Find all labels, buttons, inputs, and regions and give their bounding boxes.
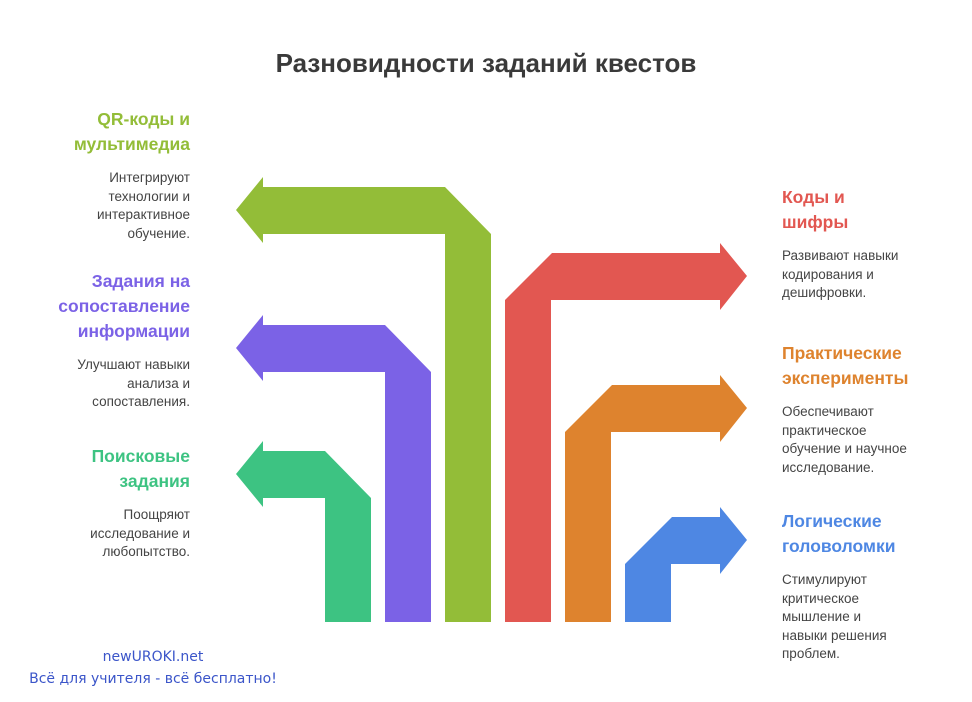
item-logic-puzzles-description: Стимулируют критическое мышление и навык… bbox=[782, 572, 887, 661]
item-matching-tasks-heading: Задания на сопоставление информации bbox=[58, 271, 190, 341]
arrow-logic-puzzles bbox=[625, 507, 747, 622]
item-logic-puzzles-heading: Логические головоломки bbox=[782, 511, 896, 556]
watermark-slogan: Всё для учителя - всё бесплатно! bbox=[29, 671, 277, 687]
item-codes-ciphers: Коды и шифры Развивают навыки кодировани… bbox=[782, 185, 962, 303]
item-practical-experiments-description: Обеспечивают практическое обучение и нау… bbox=[782, 404, 907, 475]
item-codes-ciphers-heading: Коды и шифры bbox=[782, 187, 849, 232]
item-practical-experiments: Практические эксперименты Обеспечивают п… bbox=[782, 341, 962, 477]
item-qr-multimedia-description: Интегрируют технологии и интерактивное о… bbox=[97, 170, 190, 241]
arrow-search-tasks bbox=[236, 441, 371, 622]
arrow-matching-tasks bbox=[236, 315, 431, 622]
item-practical-experiments-heading: Практические эксперименты bbox=[782, 343, 909, 388]
item-search-tasks-heading: Поисковые задания bbox=[91, 446, 190, 491]
item-qr-multimedia: QR-коды и мультимедиа Интегрируют технол… bbox=[0, 107, 190, 243]
page-title: Разновидности заданий квестов bbox=[275, 48, 697, 78]
item-matching-tasks: Задания на сопоставление информации Улуч… bbox=[0, 269, 190, 412]
item-matching-tasks-description: Улучшают навыки анализа и сопоставления. bbox=[77, 357, 190, 409]
watermark-site: newUROKI.net bbox=[102, 649, 204, 665]
item-logic-puzzles: Логические головоломки Стимулируют крити… bbox=[782, 509, 962, 664]
item-search-tasks: Поисковые задания Поощряют исследование … bbox=[0, 444, 190, 562]
arrow-practical-experiments bbox=[565, 375, 747, 622]
item-search-tasks-description: Поощряют исследование и любопытство. bbox=[90, 507, 190, 559]
arrow-codes-ciphers bbox=[505, 243, 747, 622]
arrow-qr-multimedia bbox=[236, 177, 491, 622]
item-qr-multimedia-heading: QR-коды и мультимедиа bbox=[73, 109, 190, 154]
item-codes-ciphers-description: Развивают навыки кодирования и дешифровк… bbox=[782, 248, 899, 300]
